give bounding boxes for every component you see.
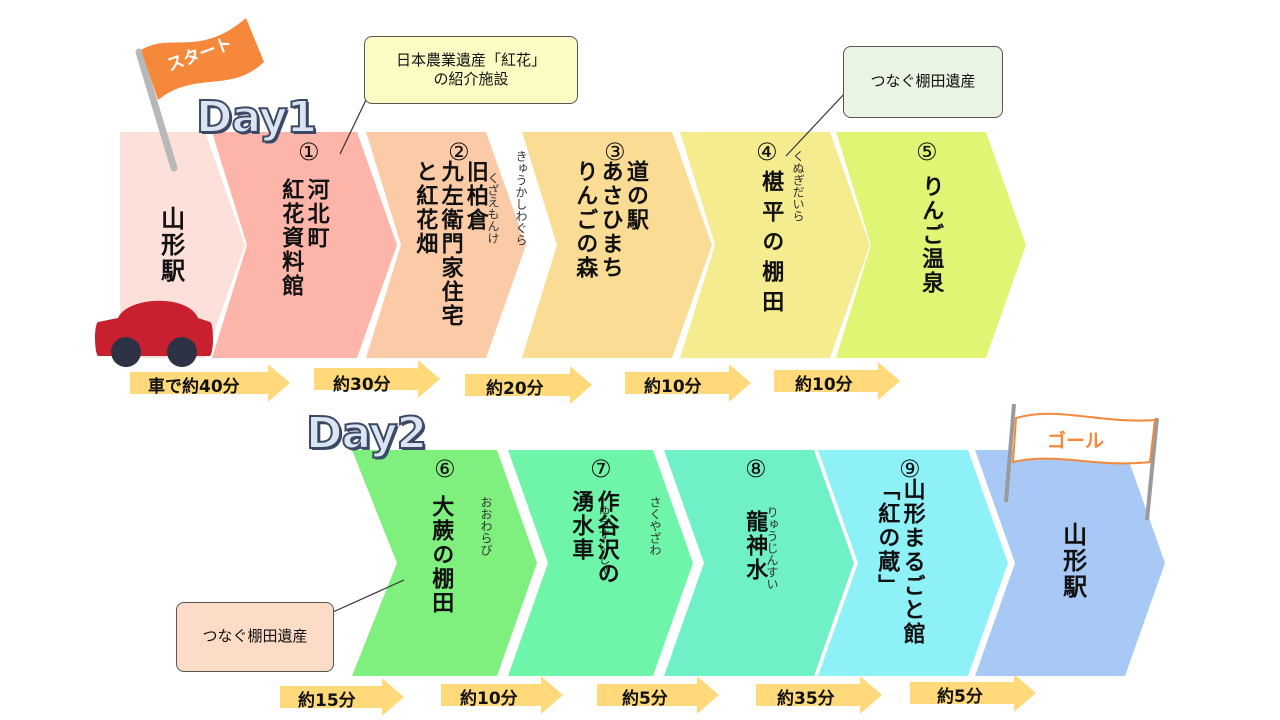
note-tanada-2: つなぐ棚田遺産 xyxy=(176,602,334,672)
duration-arrow-d2-2 xyxy=(597,676,719,714)
stop-4-number: ④ xyxy=(756,138,778,166)
stop-7-ruby-2: ゆうすいしゃ xyxy=(597,505,611,577)
stop-3-number: ③ xyxy=(604,138,626,166)
stop-8-name: 龍神水 xyxy=(742,510,768,582)
chevron-day2-4 xyxy=(975,450,1165,676)
chevron-day1-2 xyxy=(366,132,526,358)
stop-1-number: ① xyxy=(298,138,320,166)
duration-arrow-d1-1 xyxy=(314,360,440,398)
day1-label: Day1 xyxy=(195,91,318,144)
chevron-day1-3 xyxy=(522,132,712,358)
stop-4-name: 椹平の棚田 xyxy=(758,170,784,320)
stop-2-name: 旧柏倉 九左衛門家住宅 と紅花畑 xyxy=(412,160,488,328)
duration-d1-5: 約10分 xyxy=(795,375,853,395)
duration-arrow-d2-0 xyxy=(280,678,404,716)
duration-arrow-d2-4 xyxy=(910,674,1036,712)
stop-3-name: 道の駅 あさひまち りんごの森 xyxy=(572,160,648,280)
stop-2-ruby-1: きゅうかしわぐら xyxy=(514,150,528,246)
duration-d1-1: 車で約40分 xyxy=(148,377,240,397)
stop-5-number: ⑤ xyxy=(916,138,938,166)
duration-arrow-d2-3 xyxy=(756,676,882,714)
stop-9-number: ⑨ xyxy=(899,455,921,483)
chevron-day1-4 xyxy=(680,132,870,358)
stop-6-name: 大蕨の棚田 xyxy=(428,495,454,615)
duration-arrow-d1-4 xyxy=(774,362,900,400)
chevron-day2-2 xyxy=(664,450,854,676)
stop-2-number: ② xyxy=(448,138,470,166)
stop-4-ruby: くぬぎだいら xyxy=(791,150,805,222)
stop-yamagata-goal: 山形駅 xyxy=(1058,522,1087,600)
duration-d1-3: 約20分 xyxy=(486,379,544,399)
stop-8-number: ⑧ xyxy=(745,455,767,483)
goal-flag xyxy=(1004,403,1159,521)
duration-arrow-d1-2 xyxy=(465,366,592,404)
duration-d2-5: 約5分 xyxy=(937,687,983,707)
chevron-day1-5 xyxy=(836,132,1026,358)
day2-label: Day2 xyxy=(305,407,428,460)
stop-6-number: ⑥ xyxy=(434,455,456,483)
stop-6-ruby: おおわらび xyxy=(479,496,493,556)
start-flag xyxy=(135,18,264,172)
stop-1-name: 河北町 紅花資料館 xyxy=(278,178,329,298)
duration-d2-1: 約15分 xyxy=(298,691,356,711)
stop-7-ruby-1: さくやざわ xyxy=(648,496,662,556)
goal-flag-label: ゴール xyxy=(1047,430,1105,452)
duration-d1-4: 約10分 xyxy=(644,377,702,397)
chevron-day2-0 xyxy=(352,450,537,676)
chevron-day2-3 xyxy=(818,450,1008,676)
duration-d1-2: 約30分 xyxy=(333,375,391,395)
stop-7-name: 作谷沢の 湧水車 xyxy=(568,490,619,586)
stop-2-ruby-2: くざえもんけ xyxy=(486,172,500,244)
stop-5-name: りんご温泉 xyxy=(918,175,944,295)
duration-d2-4: 約35分 xyxy=(777,689,835,709)
callout-line-6 xyxy=(332,579,405,613)
duration-arrow-d2-1 xyxy=(441,676,563,714)
duration-d2-3: 約5分 xyxy=(622,689,668,709)
stop-8-ruby: りゅうじんすい xyxy=(765,506,779,590)
stop-yamagata-start: 山形駅 xyxy=(156,206,185,284)
duration-arrow-d1-3 xyxy=(625,364,751,402)
stop-7-number: ⑦ xyxy=(590,455,612,483)
car-icon xyxy=(95,300,213,367)
duration-arrow-d1-0 xyxy=(130,364,290,402)
duration-d2-2: 約10分 xyxy=(460,689,518,709)
note-benibana: 日本農業遺産「紅花」 の紹介施設 xyxy=(364,36,578,104)
stop-9-name: 山形まるごと館 「紅の蔵」 xyxy=(874,478,925,646)
callout-line-1 xyxy=(339,99,367,155)
callout-line-4 xyxy=(785,91,847,157)
note-tanada-1: つなぐ棚田遺産 xyxy=(843,46,1003,118)
chevron-day1-1 xyxy=(212,132,397,358)
chevron-day2-1 xyxy=(508,450,693,676)
